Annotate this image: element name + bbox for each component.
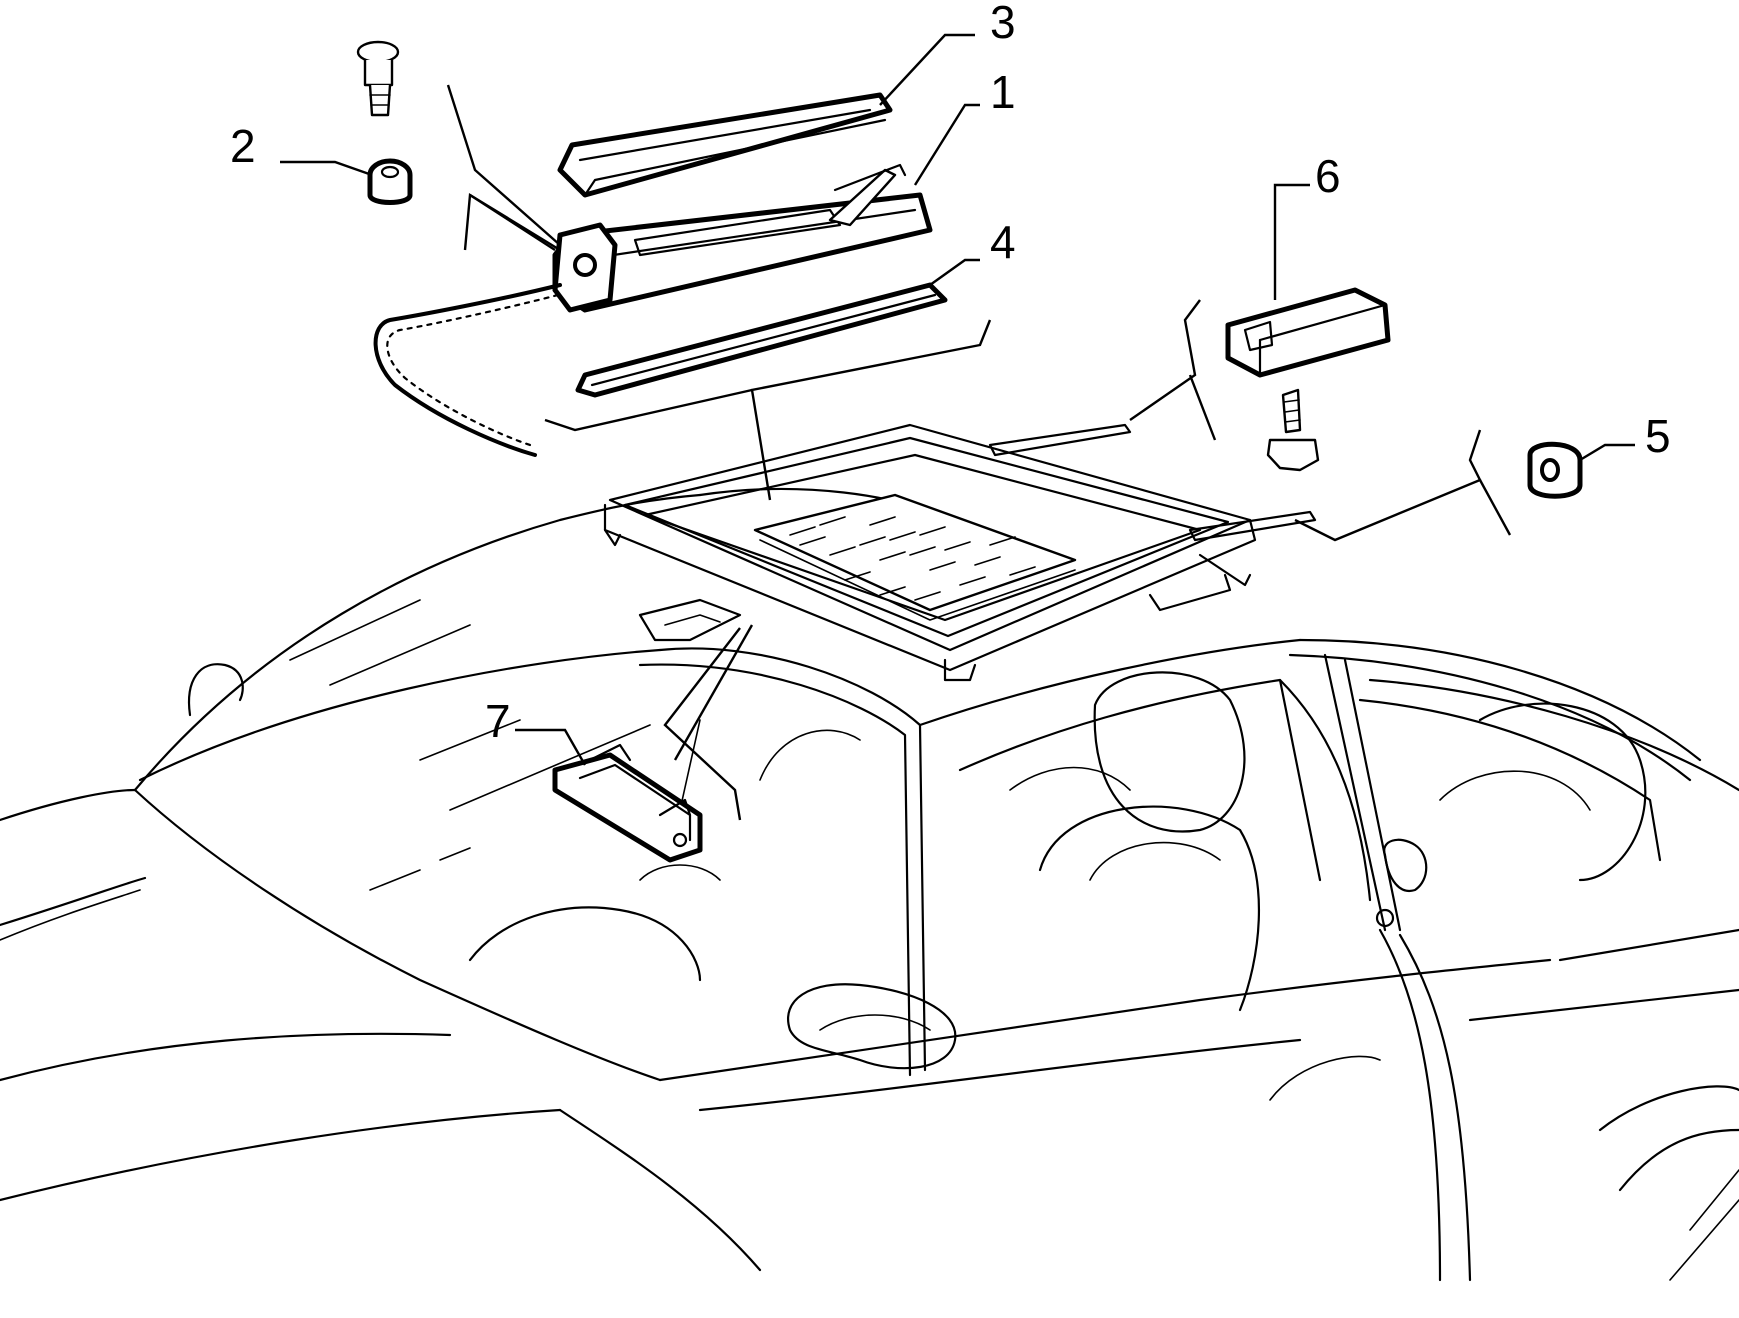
bolt-right bbox=[1266, 388, 1320, 472]
leader-lines bbox=[280, 33, 1635, 821]
screw-top-left bbox=[356, 40, 400, 117]
part-3-deflector bbox=[557, 92, 893, 198]
part-2-bushing bbox=[367, 158, 413, 205]
car-body bbox=[0, 487, 1739, 1282]
mesh-slots bbox=[789, 516, 1036, 601]
part-7-bracket bbox=[552, 743, 703, 863]
part-1-mechanism bbox=[373, 163, 933, 457]
callout-6: 6 bbox=[1315, 150, 1341, 202]
callout-4: 4 bbox=[990, 216, 1016, 268]
part-5-grommet bbox=[1527, 441, 1583, 499]
sunroof-frame bbox=[603, 423, 1317, 682]
callout-1: 1 bbox=[990, 66, 1016, 118]
callouts: 3 1 4 2 6 5 7 bbox=[230, 0, 1671, 747]
part-6-block bbox=[1225, 287, 1391, 378]
callout-2: 2 bbox=[230, 120, 256, 172]
callout-5: 5 bbox=[1645, 410, 1671, 462]
part-4-seal bbox=[575, 282, 948, 398]
callout-3: 3 bbox=[990, 0, 1016, 48]
callout-7: 7 bbox=[485, 695, 511, 747]
